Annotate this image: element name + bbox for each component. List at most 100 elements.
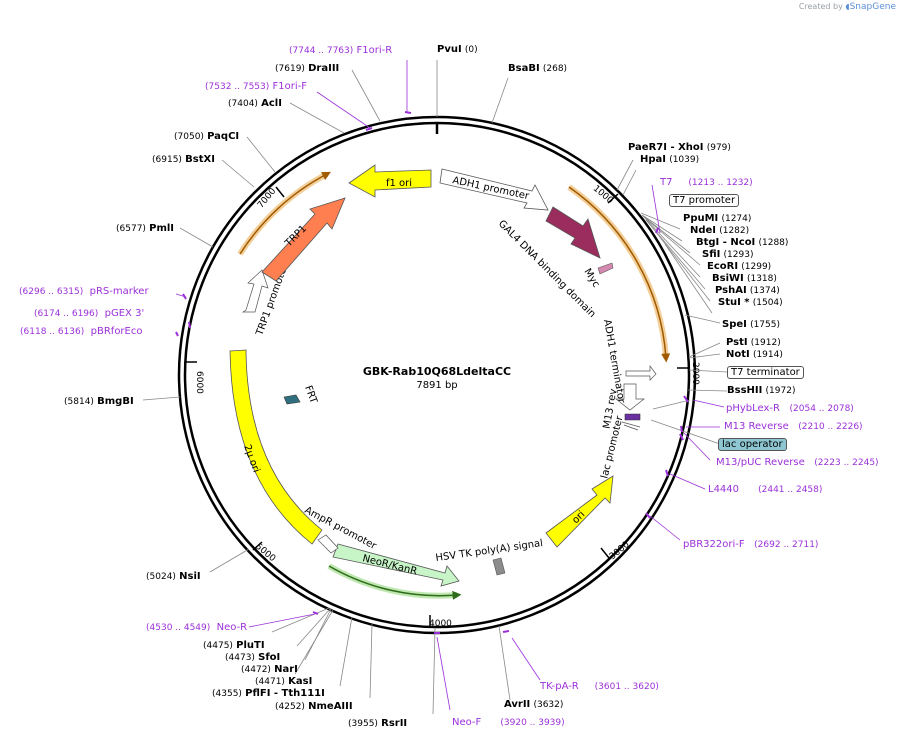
enzyme-coord: (4471) (255, 677, 285, 687)
t7-promoter-box[interactable]: T7 promoter (669, 194, 740, 207)
primer-m13-reverse[interactable]: M13 Reverse (2210 .. 2226) (724, 421, 863, 432)
primer-prs-marker[interactable]: (6296 .. 6315) pRS-marker (19, 286, 149, 297)
enzyme-rsrii[interactable]: (3955) RsrII (348, 718, 407, 729)
enzyme-coord: (3632) (533, 700, 564, 710)
primer-coord: (7532 .. 7553) (205, 82, 270, 92)
enzyme-bstxi[interactable]: (6915) BstXI (152, 154, 215, 165)
primer-coord: (3920 .. 3939) (500, 718, 565, 728)
primer-m13-puc-reverse[interactable]: M13/pUC Reverse (2223 .. 2245) (716, 457, 879, 468)
primer-l4440[interactable]: L4440 (2441 .. 2458) (708, 484, 822, 495)
enzyme-nmeaiii[interactable]: (4252) NmeAIII (275, 701, 353, 712)
primer-coord: (2692 .. 2711) (754, 540, 819, 550)
enzyme-name: NsiI (179, 571, 201, 582)
enzyme-pluti[interactable]: (4475) PluTI (203, 640, 265, 651)
enzyme-pvui[interactable]: PvuI (0) (437, 44, 478, 55)
enzyme-nari[interactable]: (4472) NarI (241, 664, 298, 675)
enzyme-name: PaqCI (207, 131, 240, 142)
primer-neo-r[interactable]: (4530 .. 4549) Neo-R (146, 622, 247, 633)
tick-4000: 4000 (429, 619, 452, 629)
primer-coord: (7744 .. 7763) (289, 46, 354, 56)
primer-name: TK-pA-R (540, 681, 579, 692)
enzyme-btgi[interactable]: BtgI - NcoI (1288) (696, 237, 788, 248)
enzyme-noti[interactable]: NotI (1914) (726, 349, 783, 360)
primer-neo-f[interactable]: Neo-F (3920 .. 3939) (452, 717, 565, 728)
leader-lines (142, 60, 728, 715)
tick-1000-mark (607, 193, 619, 204)
neor-kanr-arrow (332, 543, 460, 587)
primer-name: pBR322ori-F (683, 539, 745, 550)
enzyme-bsshii[interactable]: BssHII (1972) (727, 385, 795, 396)
primer-pbr322ori-f[interactable]: pBR322ori-F (2692 .. 2711) (683, 539, 818, 550)
enzyme-paqci[interactable]: (7050) PaqCI (174, 131, 239, 142)
enzyme-avrii[interactable]: AvrII (3632) (504, 699, 563, 710)
primer-tk-pa-r[interactable]: TK-pA-R (3601 .. 3620) (540, 681, 659, 692)
enzyme-coord: (1755) (750, 320, 780, 330)
enzyme-name: SfoI (258, 652, 281, 663)
lac-operator-mark (621, 421, 641, 431)
enzyme-spei[interactable]: SpeI (1755) (722, 319, 780, 330)
enzyme-coord: (1914) (752, 350, 783, 360)
enzyme-hpai[interactable]: HpaI (1039) (640, 154, 699, 165)
enzyme-stui[interactable]: StuI * (1504) (718, 297, 783, 308)
position-ticks (185, 122, 689, 627)
tick-2000: 2000 (690, 362, 700, 385)
enzyme-bmgbi[interactable]: (5814) BmgBI (64, 396, 134, 407)
enzyme-psti[interactable]: PstI (1912) (726, 337, 781, 348)
lac-operator-box[interactable]: lac operator (718, 438, 787, 451)
primer-coord: (3601 .. 3620) (594, 682, 659, 692)
enzyme-name: PluTI (236, 640, 265, 651)
primer-t7[interactable]: T7 (1213 .. 1232) (660, 177, 753, 188)
enzyme-name: BssHII (727, 385, 763, 396)
primer-pgex-3[interactable]: (6174 .. 6196) pGEX 3' (34, 308, 144, 319)
enzyme-bsiwi[interactable]: BsiWI (1318) (712, 273, 777, 284)
enzyme-name2: - Tth111I (270, 688, 325, 699)
enzyme-kasi[interactable]: (4471) KasI (255, 676, 312, 687)
primer-pbrforeco[interactable]: (6118 .. 6136) pBRforEco (20, 326, 142, 337)
t7-terminator-box[interactable]: T7 terminator (727, 366, 804, 379)
enzyme-coord: (7619) (275, 64, 305, 74)
primer-phyblex-r[interactable]: pHybLex-R (2054 .. 2078) (726, 403, 854, 414)
enzyme-name: NdeI (690, 225, 717, 236)
credit-brand: SnapGene (849, 2, 896, 12)
tick-7000-mark (275, 186, 285, 198)
adh1-promoter-arrow (439, 168, 549, 211)
tick-5000-mark (252, 541, 263, 551)
enzyme-name: SfiI (702, 249, 721, 260)
enzyme-coord: (1299) (741, 262, 772, 272)
enzyme-coord: (4473) (225, 653, 255, 663)
enzyme-draiii[interactable]: (7619) DraIII (275, 63, 339, 74)
enzyme-coord: (0) (464, 45, 478, 55)
primer-name: F1ori-R (356, 45, 393, 56)
enzyme-name: NotI (726, 349, 750, 360)
plasmid-length: 7891 bp (416, 380, 457, 391)
enzyme-coord: (1318) (746, 274, 777, 284)
enzyme-nsii[interactable]: (5024) NsiI (146, 571, 201, 582)
enzyme-coord: (1374) (749, 286, 780, 296)
enzyme-name: StuI * (718, 297, 750, 308)
enzyme-name: BsaBI (508, 63, 540, 74)
enzyme-ppumi[interactable]: PpuMI (1274) (683, 213, 751, 224)
enzyme-bsabi[interactable]: BsaBI (268) (508, 63, 567, 74)
enzyme-name: BtgI (696, 237, 720, 248)
gal4-dna-binding-domain-arrow (545, 206, 601, 259)
enzyme-paer7i[interactable]: PaeR7I - XhoI (979) (628, 142, 731, 153)
enzyme-pflfi[interactable]: (4355) PflFI - Tth111I (212, 688, 325, 699)
primer-coord: (2441 .. 2458) (758, 485, 823, 495)
enzyme-ecori[interactable]: EcoRI (1299) (707, 261, 771, 272)
snapgene-logo-icon: ◖ (845, 2, 850, 11)
enzyme-sfii[interactable]: SfiI (1293) (702, 249, 753, 260)
enzyme-pmli[interactable]: (6577) PmlI (116, 223, 174, 234)
credit-prefix: Created by (798, 2, 843, 11)
enzyme-sfoi[interactable]: (4473) SfoI (225, 652, 280, 663)
primer-f1ori-r[interactable]: (7744 .. 7763) F1ori-R (289, 45, 392, 56)
enzyme-coord: (1504) (752, 298, 783, 308)
primer-f1ori-f[interactable]: (7532 .. 7553) F1ori-F (205, 81, 307, 92)
primer-coord: (6296 .. 6315) (19, 287, 84, 297)
trp1-orf-arrow (239, 171, 331, 255)
enzyme-acli[interactable]: (7404) AclI (228, 98, 282, 109)
enzyme-pshai[interactable]: PshAI (1374) (715, 285, 780, 296)
primer-name: Neo-R (216, 622, 248, 633)
enzyme-coord: (268) (542, 64, 568, 74)
enzyme-ndei[interactable]: NdeI (1282) (690, 225, 749, 236)
